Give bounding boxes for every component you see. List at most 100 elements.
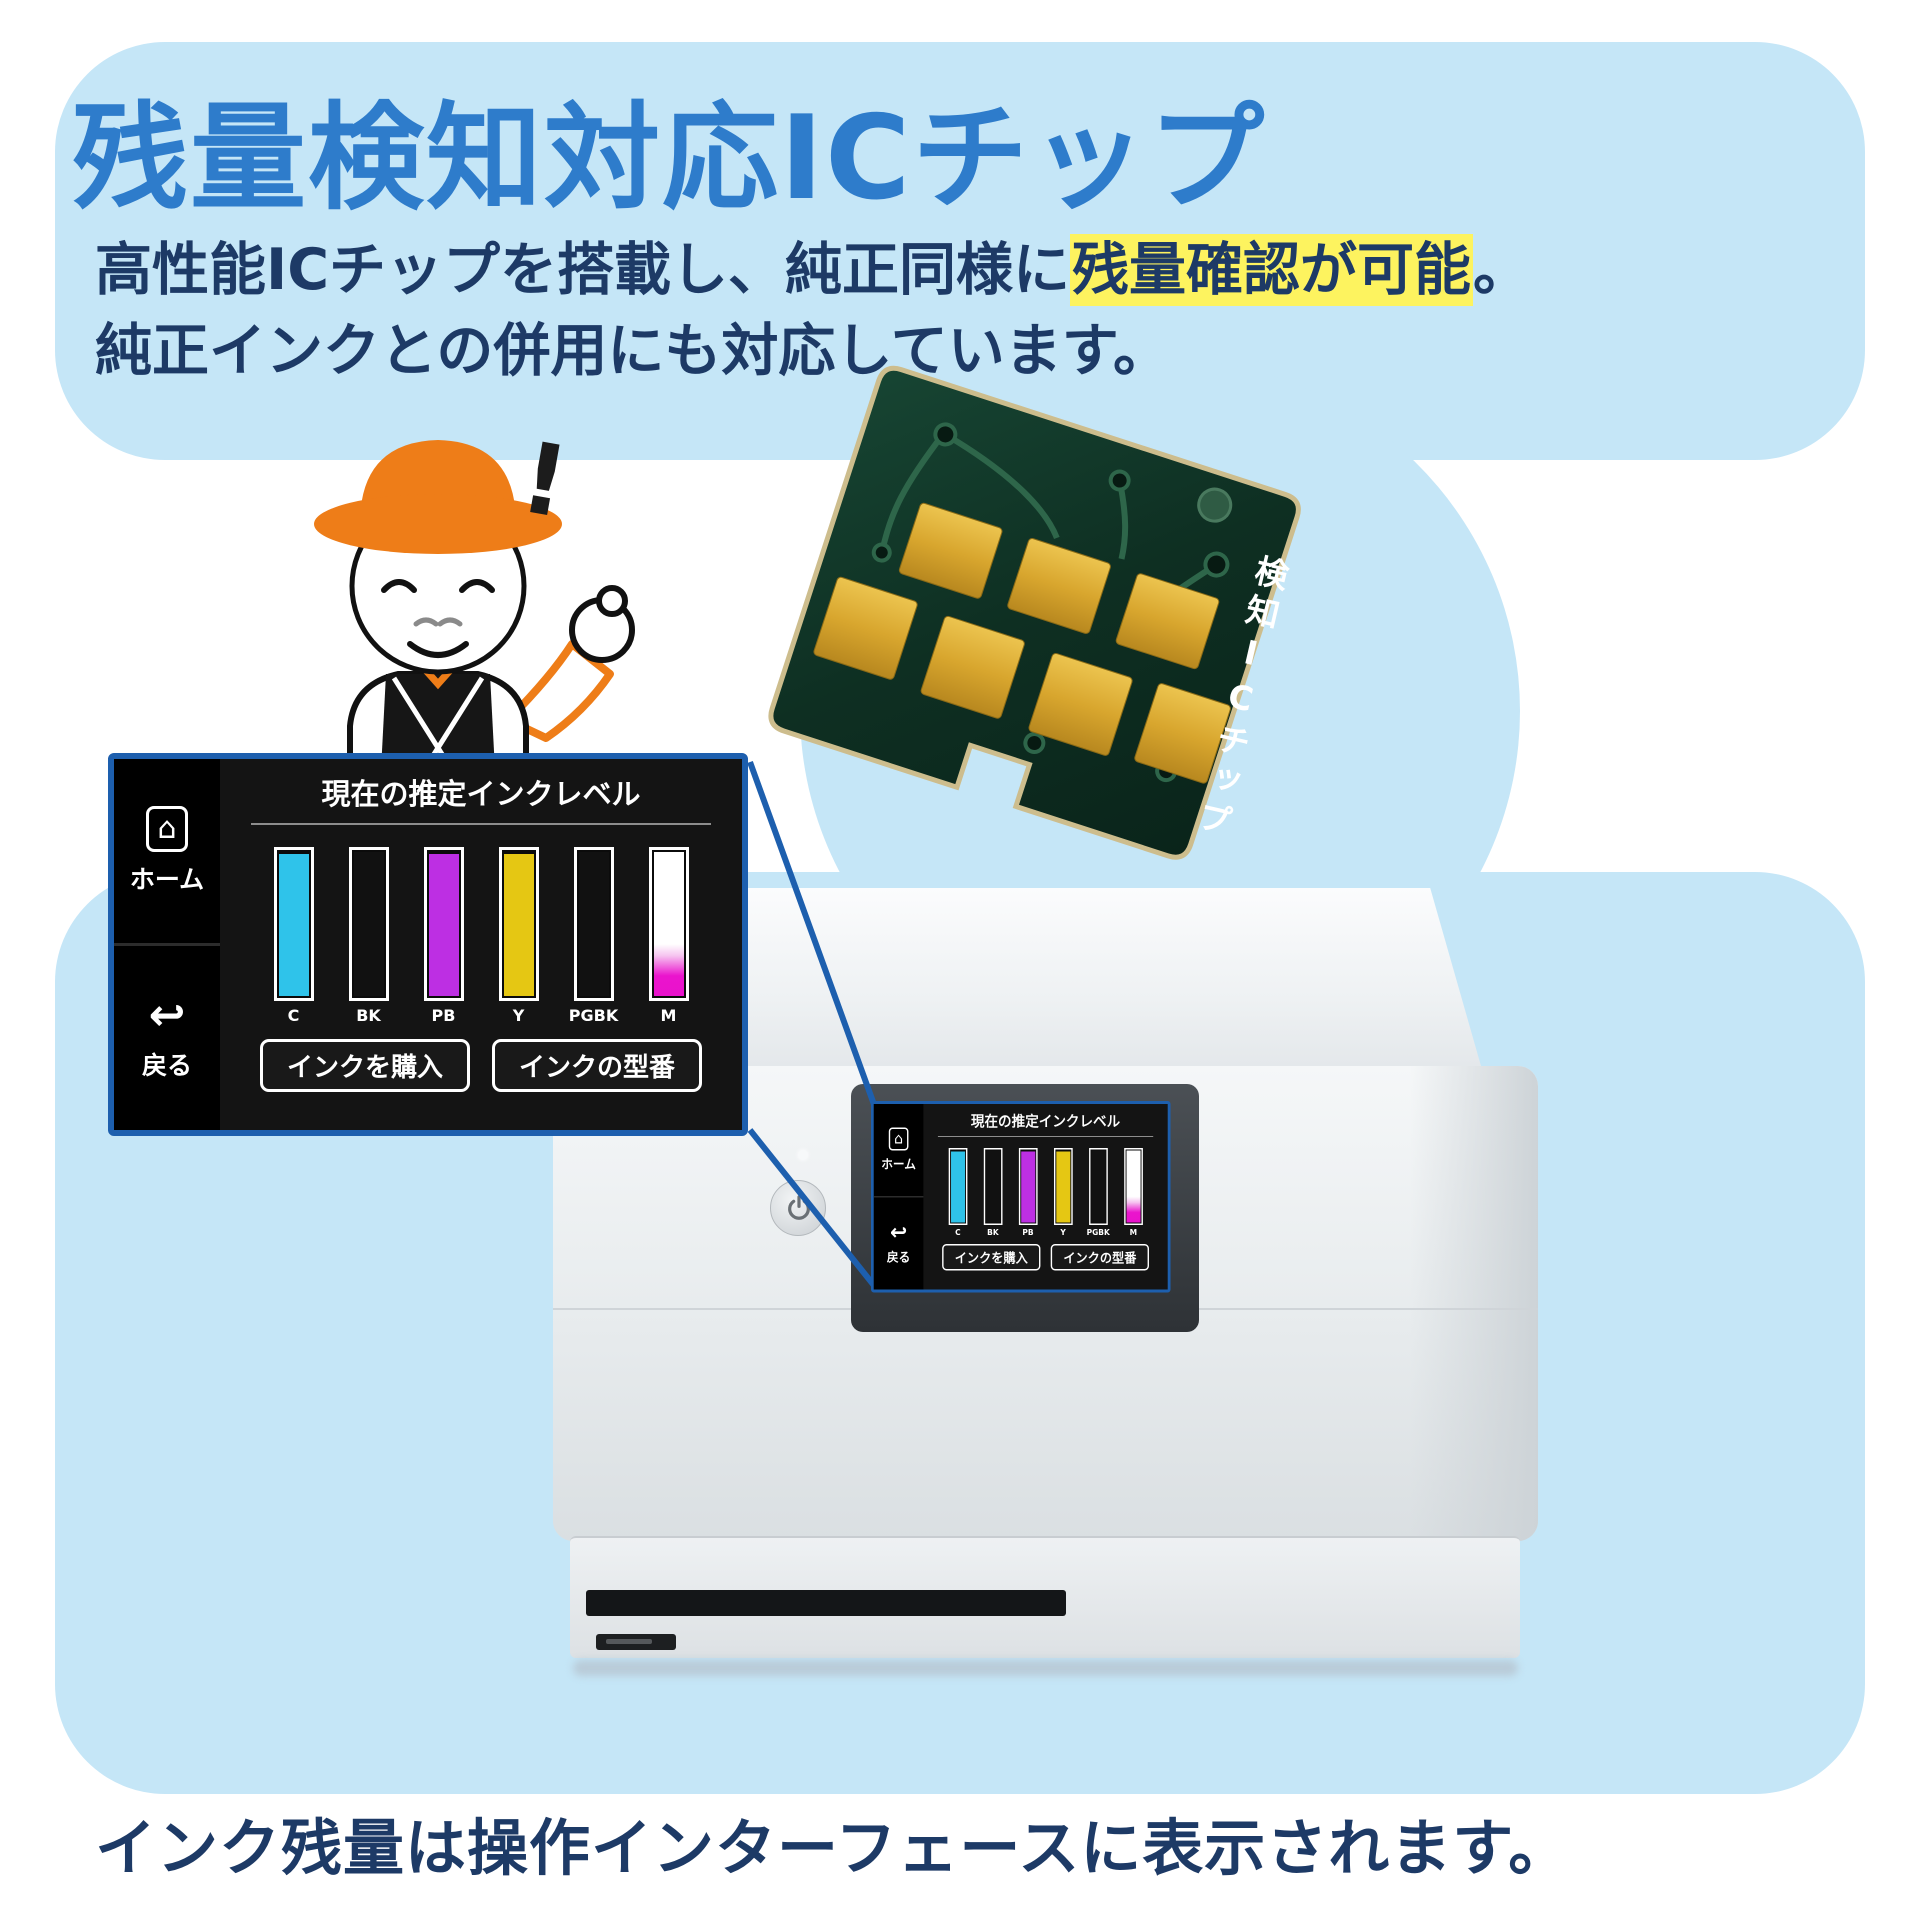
screen-main: 現在の推定インクレベル C BK PB Y PGBK M インクを購入 インクの…: [923, 1104, 1167, 1290]
ink-bar: [1018, 1148, 1038, 1225]
back-icon: ↩: [148, 990, 186, 1041]
ink-bar: [273, 847, 314, 1001]
ink-column-m: M: [648, 847, 689, 1025]
ink-column-bk: BK: [983, 1148, 1003, 1238]
subtitle-line1-pre: 高性能ICチップを搭載し、純正同様に: [95, 237, 1071, 303]
home-button[interactable]: ⌂ ホーム: [874, 1104, 924, 1196]
ink-column-pb: PB: [423, 847, 464, 1025]
back-label: 戻る: [141, 1051, 192, 1080]
home-icon: ⌂: [146, 806, 188, 852]
ink-column-m: M: [1123, 1148, 1143, 1238]
ink-bar: [1123, 1148, 1143, 1225]
ink-model-button[interactable]: インクの型番: [492, 1039, 703, 1092]
ink-fill: [1091, 1150, 1106, 1223]
ink-bar: [498, 847, 539, 1001]
home-button[interactable]: ⌂ ホーム: [114, 759, 220, 943]
screen-main: 現在の推定インクレベル C BK PB Y PGBK M インクを購入 インクの…: [220, 759, 742, 1130]
ink-fill: [278, 853, 309, 996]
printer-screen-panel: ⌂ ホーム ↩ 戻る 現在の推定インクレベル C BK PB Y PGBK M …: [108, 753, 748, 1136]
gold-contact: [1115, 573, 1220, 670]
chip-hole: [1023, 732, 1046, 755]
ink-label: BK: [356, 1006, 381, 1025]
ink-label: C: [955, 1227, 961, 1238]
screen-sidebar: ⌂ ホーム ↩ 戻る: [114, 759, 220, 1130]
chip-hole: [871, 542, 892, 563]
subtitle: 高性能ICチップを搭載し、純正同様に残量確認が可能。 純正インクとの併用にも対応…: [95, 230, 1530, 392]
ink-label: PB: [1022, 1227, 1034, 1238]
chip-hole: [933, 422, 958, 447]
ink-model-button[interactable]: インクの型番: [1050, 1244, 1149, 1271]
ink-bar: [648, 847, 689, 1001]
back-button[interactable]: ↩ 戻る: [114, 943, 220, 1130]
ink-label: PGBK: [1086, 1227, 1110, 1238]
ink-bar: [1088, 1148, 1108, 1225]
ink-bar: [948, 1148, 968, 1225]
screen-sidebar: ⌂ ホーム ↩ 戻る: [873, 1104, 924, 1290]
subtitle-highlight: 残量確認が可能: [1070, 234, 1474, 306]
ink-fill: [653, 852, 684, 996]
smile: [407, 641, 469, 658]
ink-bars: C BK PB Y PGBK M: [948, 1148, 1143, 1238]
printer-screen-panel: ⌂ ホーム ↩ 戻る 現在の推定インクレベル C BK PB Y PGBK M …: [871, 1101, 1171, 1293]
back-icon: ↩: [889, 1219, 908, 1245]
back-button[interactable]: ↩ 戻る: [873, 1196, 924, 1290]
gold-contact: [1007, 538, 1111, 634]
ink-level-title: 現在の推定インクレベル: [970, 1113, 1121, 1130]
ink-column-y: Y: [498, 847, 539, 1025]
ink-column-c: C: [273, 847, 314, 1025]
ink-column-pgbk: PGBK: [569, 847, 618, 1025]
divider: [938, 1136, 1154, 1137]
screen-buttons: インクを購入 インクの型番: [259, 1039, 703, 1092]
ink-bar: [423, 847, 464, 1001]
gold-contact: [1028, 652, 1133, 756]
ink-fill: [1020, 1151, 1036, 1223]
footer-caption: インク残量は操作インターフェースに表示されます。: [95, 1813, 1571, 1884]
buy-ink-button[interactable]: インクを購入: [942, 1244, 1041, 1271]
thumb: [596, 585, 628, 617]
ink-fill: [428, 853, 459, 996]
ic-chip-image: [768, 365, 1301, 860]
hat-brim: [314, 494, 562, 554]
ink-fill: [950, 1151, 965, 1223]
divider: [251, 823, 711, 825]
buy-ink-button[interactable]: インクを購入: [259, 1039, 470, 1092]
subtitle-line1: 高性能ICチップを搭載し、純正同様に残量確認が可能。: [95, 230, 1530, 311]
raised-arm: [504, 640, 614, 742]
subtitle-line1-post: 。: [1473, 237, 1531, 303]
ink-label: Y: [1060, 1227, 1066, 1238]
ink-bar: [348, 847, 389, 1001]
paper-output-slot: [586, 1590, 1066, 1616]
ink-bar: [983, 1148, 1003, 1225]
ink-label: M: [1129, 1227, 1138, 1238]
circuit-traces: [879, 431, 1219, 616]
ink-label: C: [287, 1006, 300, 1025]
ink-label: PGBK: [568, 1006, 619, 1025]
ink-column-pgbk: PGBK: [1086, 1148, 1110, 1238]
gold-contact: [1134, 683, 1231, 784]
ink-fill: [353, 852, 384, 996]
gold-contact: [920, 615, 1025, 719]
back-label: 戻る: [886, 1250, 911, 1265]
gold-contact: [813, 576, 918, 680]
chip-hole: [1203, 551, 1230, 578]
chip-pad-hole: [1197, 487, 1233, 523]
ink-fill: [1056, 1151, 1071, 1223]
ink-label: BK: [987, 1227, 999, 1238]
closed-eyes: [381, 579, 495, 593]
printer-image: [548, 888, 1543, 1688]
ink-fill: [985, 1150, 1000, 1223]
card-slot-inner: [606, 1639, 652, 1644]
zoomed-screen-callout: ⌂ ホーム ↩ 戻る 現在の推定インクレベル C BK PB Y PGBK M …: [108, 753, 748, 1136]
ink-bar: [573, 847, 614, 1001]
home-label: ホーム: [881, 1157, 916, 1172]
ink-fill: [1126, 1150, 1141, 1223]
home-icon: ⌂: [889, 1127, 909, 1151]
ink-bars: C BK PB Y PGBK M: [273, 847, 689, 1025]
page-title: 残量検知対応ICチップ: [72, 91, 1267, 226]
printer-led: [798, 1150, 808, 1160]
ink-label: Y: [512, 1006, 525, 1025]
ink-level-title: 現在の推定インクレベル: [321, 777, 641, 811]
power-icon: [788, 1195, 810, 1220]
printer-shadow: [573, 1660, 1518, 1676]
ink-column-y: Y: [1053, 1148, 1073, 1238]
